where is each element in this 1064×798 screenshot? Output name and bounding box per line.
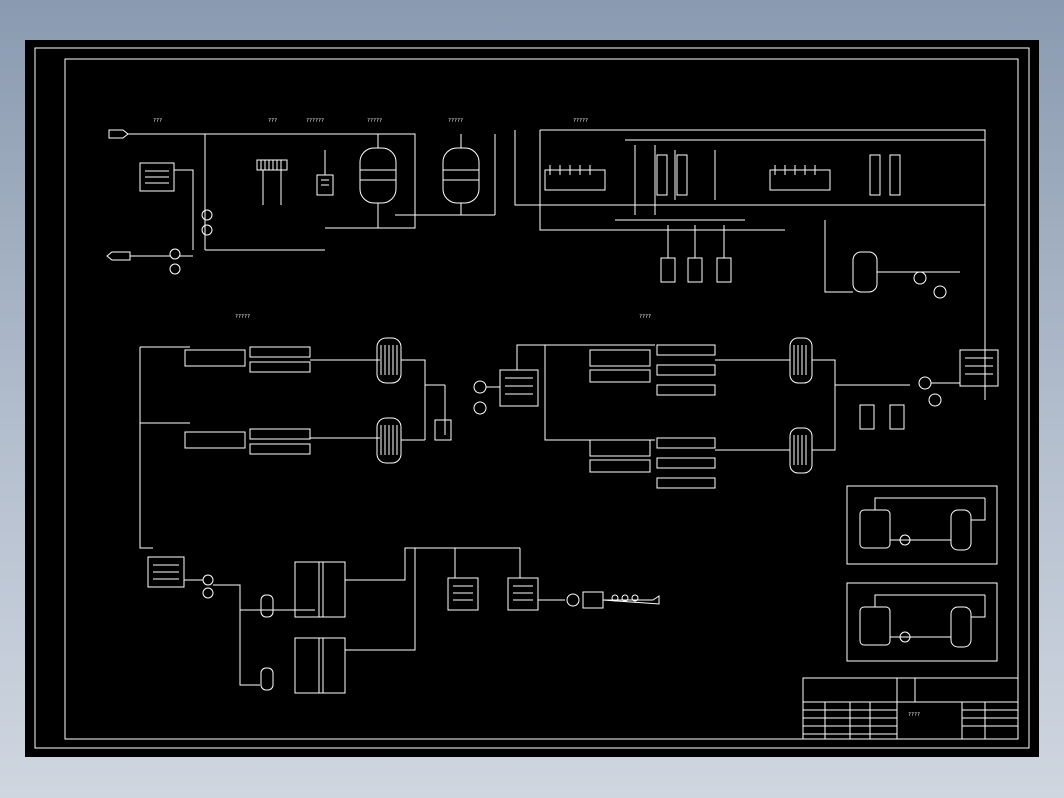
inner-border <box>64 58 1019 740</box>
middle-section <box>139 337 999 549</box>
title-block <box>802 677 1019 740</box>
detail-boxes <box>846 485 998 662</box>
diagram-labels: ??? ??? ?????? ????? ????? ????? ????? ?… <box>153 118 920 718</box>
process-flow-diagram: ??? ??? ?????? ????? ????? ????? ????? ?… <box>34 47 1030 749</box>
label-3: ?????? <box>306 118 324 124</box>
label-1: ??? <box>153 118 162 124</box>
label-4: ????? <box>367 118 382 124</box>
title-block-label: ???? <box>908 712 920 718</box>
outer-border <box>34 47 1030 749</box>
label-8: ???? <box>639 314 651 320</box>
top-section <box>106 129 986 400</box>
label-6: ????? <box>573 118 588 124</box>
label-2: ??? <box>268 118 277 124</box>
label-5: ????? <box>448 118 463 124</box>
drawing-sheet[interactable]: ??? ??? ?????? ????? ????? ????? ????? ?… <box>25 40 1039 757</box>
label-7: ????? <box>235 314 250 320</box>
bottom-section <box>147 547 660 694</box>
